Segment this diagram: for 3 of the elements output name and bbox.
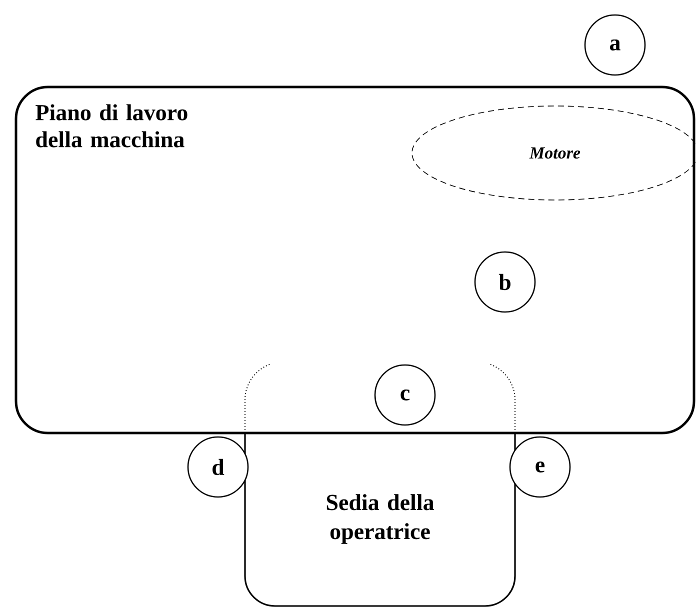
workbench-box: [14, 86, 696, 434]
chair-box: Sedia della operatrice: [244, 433, 516, 607]
workbench-label: Piano di lavoro della macchina: [36, 104, 188, 148]
